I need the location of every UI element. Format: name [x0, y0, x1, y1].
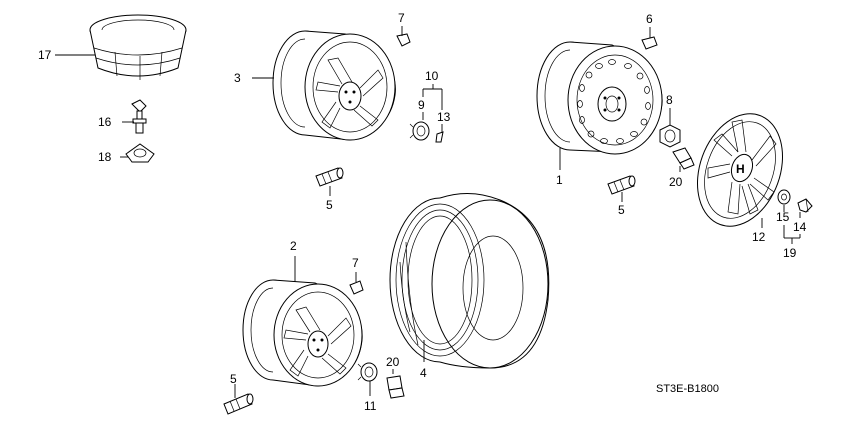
- balance-weight-6[interactable]: [641, 36, 658, 50]
- spare-tire-tray[interactable]: [89, 14, 187, 80]
- tire[interactable]: [389, 193, 550, 369]
- callout-16: 16: [98, 115, 112, 129]
- callout-5b: 5: [618, 203, 625, 217]
- spare-tire-bolt[interactable]: [131, 99, 147, 134]
- callout-12: 12: [752, 230, 766, 244]
- callout-7a: 7: [398, 11, 405, 25]
- svg-text:H: H: [736, 162, 745, 176]
- wheel-nut-upper[interactable]: [672, 147, 695, 170]
- callout-20a: 20: [669, 175, 683, 189]
- balance-weight-lower[interactable]: [349, 280, 364, 295]
- washer-15[interactable]: [777, 189, 791, 205]
- bolt-14[interactable]: [797, 198, 813, 213]
- callout-17: 17: [38, 48, 52, 62]
- alloy-wheel-upper[interactable]: [272, 30, 396, 141]
- callout-15: 15: [776, 210, 790, 224]
- wheel-nut-lower[interactable]: [386, 375, 405, 399]
- callout-11: 11: [364, 399, 377, 413]
- diagram-code: ST3E-B1800: [656, 383, 719, 395]
- callout-10: 10: [425, 69, 439, 83]
- callout-8: 8: [666, 93, 673, 107]
- callout-3: 3: [234, 71, 241, 85]
- clip-13[interactable]: [435, 131, 444, 143]
- callout-14: 14: [793, 220, 807, 234]
- callout-5c: 5: [230, 372, 237, 386]
- steel-wheel[interactable]: [536, 41, 663, 155]
- valve-stem-lower[interactable]: [223, 393, 254, 415]
- callout-2: 2: [290, 239, 297, 253]
- callout-6: 6: [646, 12, 653, 26]
- callout-18: 18: [98, 150, 112, 164]
- balance-weight-upper[interactable]: [396, 33, 411, 47]
- valve-stem-upper[interactable]: [315, 167, 344, 187]
- callout-1: 1: [556, 173, 563, 187]
- wheel-cover[interactable]: H: [683, 102, 798, 238]
- callout-7b: 7: [352, 256, 359, 270]
- callout-13: 13: [437, 110, 451, 124]
- alloy-wheel-lower[interactable]: [242, 279, 363, 387]
- callout-19: 19: [783, 246, 797, 260]
- center-cap-9[interactable]: [409, 121, 430, 141]
- callout-4: 4: [420, 366, 427, 380]
- center-cap-8[interactable]: [659, 124, 681, 148]
- callout-9: 9: [418, 98, 425, 112]
- callout-20b: 20: [386, 355, 400, 369]
- callout-5a: 5: [326, 198, 333, 212]
- valve-stem-right[interactable]: [607, 175, 636, 195]
- center-cap-11[interactable]: [357, 362, 378, 382]
- spare-tire-nut[interactable]: [125, 143, 155, 163]
